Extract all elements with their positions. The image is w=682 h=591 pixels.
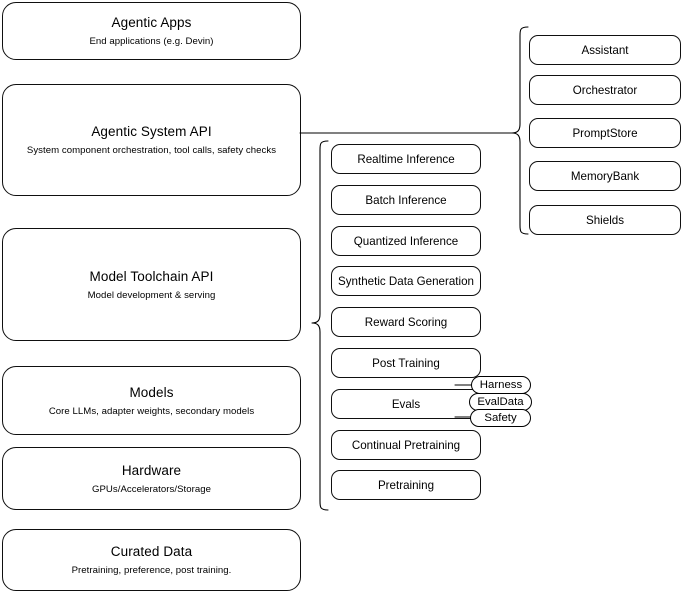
toolchain-item-label: Post Training	[372, 356, 440, 370]
toolchain-item-label: Evals	[391, 397, 421, 411]
layer-subtitle: Model development & serving	[87, 289, 216, 301]
layer-title: Hardware	[121, 462, 182, 478]
toolchain-item-label: Quantized Inference	[353, 234, 459, 248]
system-item-assistant[interactable]: Assistant	[529, 35, 681, 65]
system-item-promptstore[interactable]: PromptStore	[529, 118, 681, 148]
toolchain-item-label: Synthetic Data Generation	[338, 274, 474, 288]
layer-title: Agentic System API	[91, 124, 212, 139]
toolchain-item-label: Reward Scoring	[364, 315, 448, 329]
toolchain-item-label: Continual Pretraining	[351, 438, 461, 452]
system-item-shields[interactable]: Shields	[529, 205, 681, 235]
layer-agentic-apps[interactable]: Agentic Apps End applications (e.g. Devi…	[2, 2, 301, 60]
toolchain-item-evals[interactable]: Evals	[331, 389, 481, 419]
eval-badge-label: Safety	[484, 412, 517, 424]
toolchain-item-label: Realtime Inference	[357, 152, 455, 166]
eval-badge-harness[interactable]: Harness	[471, 376, 531, 394]
toolchain-item-reward-scoring[interactable]: Reward Scoring	[331, 307, 481, 337]
toolchain-item-quantized-inference[interactable]: Quantized Inference	[331, 226, 481, 256]
layer-subtitle: Pretraining, preference, post training.	[71, 565, 232, 576]
system-item-label: Orchestrator	[572, 83, 638, 97]
eval-badge-label: EvalData	[477, 396, 524, 408]
toolchain-item-batch-inference[interactable]: Batch Inference	[331, 185, 481, 215]
toolchain-item-realtime-inference[interactable]: Realtime Inference	[331, 144, 481, 174]
system-item-memorybank[interactable]: MemoryBank	[529, 161, 681, 191]
system-item-label: Assistant	[581, 43, 629, 57]
toolchain-item-label: Batch Inference	[365, 193, 447, 207]
layer-models[interactable]: Models Core LLMs, adapter weights, secon…	[2, 366, 301, 435]
layer-subtitle: GPUs/Accelerators/Storage	[91, 483, 212, 495]
layer-title: Model Toolchain API	[89, 268, 214, 284]
toolchain-item-post-training[interactable]: Post Training	[331, 348, 481, 378]
layer-model-toolchain-api[interactable]: Model Toolchain API Model development & …	[2, 228, 301, 341]
eval-badge-safety[interactable]: Safety	[470, 409, 531, 427]
toolchain-item-continual-pretraining[interactable]: Continual Pretraining	[331, 430, 481, 460]
layer-subtitle: End applications (e.g. Devin)	[89, 36, 214, 47]
brace-agentic-system-components	[508, 20, 534, 248]
layer-title: Curated Data	[110, 544, 193, 559]
system-item-label: Shields	[585, 213, 625, 227]
layer-title: Agentic Apps	[111, 15, 192, 30]
connector-system-api-to-components	[299, 120, 520, 146]
system-item-label: MemoryBank	[570, 169, 640, 183]
toolchain-item-synthetic-data-generation[interactable]: Synthetic Data Generation	[331, 266, 481, 296]
toolchain-item-pretraining[interactable]: Pretraining	[331, 470, 481, 500]
layer-curated-data[interactable]: Curated Data Pretraining, preference, po…	[2, 529, 301, 591]
layer-subtitle: System component orchestration, tool cal…	[26, 145, 277, 156]
brace-model-toolchain-components	[304, 136, 330, 518]
layer-title: Models	[129, 384, 174, 400]
eval-badge-label: Harness	[479, 379, 523, 391]
layer-hardware[interactable]: Hardware GPUs/Accelerators/Storage	[2, 447, 301, 510]
layer-agentic-system-api[interactable]: Agentic System API System component orch…	[2, 84, 301, 196]
system-item-label: PromptStore	[572, 126, 638, 140]
layer-subtitle: Core LLMs, adapter weights, secondary mo…	[48, 405, 255, 417]
toolchain-item-label: Pretraining	[377, 478, 435, 492]
system-item-orchestrator[interactable]: Orchestrator	[529, 75, 681, 105]
